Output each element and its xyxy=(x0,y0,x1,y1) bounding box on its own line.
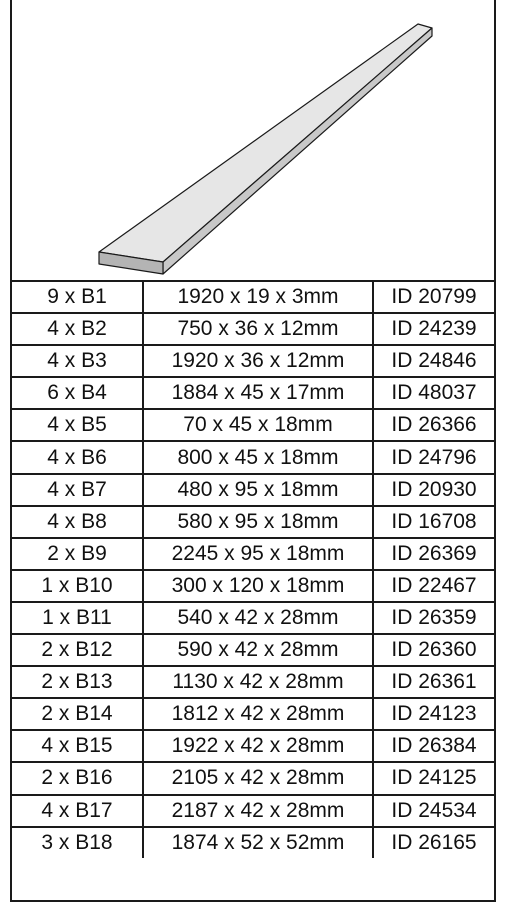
part-dimensions-cell: 300 x 120 x 18mm xyxy=(143,569,374,603)
part-dimensions-cell: 70 x 45 x 18mm xyxy=(143,409,374,443)
part-id-cell: ID 24534 xyxy=(373,794,494,828)
part-id-cell: ID 24125 xyxy=(373,762,494,796)
part-quantity-cell: 4 x B5 xyxy=(12,409,144,443)
part-dimensions-cell: 1922 x 42 x 28mm xyxy=(143,730,374,764)
part-quantity-cell: 9 x B1 xyxy=(12,282,144,315)
part-quantity-cell: 4 x B2 xyxy=(12,313,144,347)
part-dimensions-cell: 1130 x 42 x 28mm xyxy=(143,666,374,700)
part-quantity-cell: 2 x B16 xyxy=(12,762,144,796)
part-dimensions-cell: 580 x 95 x 18mm xyxy=(143,505,374,539)
board-side-face xyxy=(162,27,433,275)
part-dimensions-cell: 540 x 42 x 28mm xyxy=(143,601,374,636)
part-id-cell: ID 26359 xyxy=(373,601,494,636)
part-id-cell: ID 26366 xyxy=(373,409,494,443)
wooden-board-icon xyxy=(98,23,433,275)
part-dimensions-cell: 2245 x 95 x 18mm xyxy=(143,537,374,571)
part-dimensions-cell: 2105 x 42 x 28mm xyxy=(143,762,374,796)
part-id-cell: ID 26361 xyxy=(373,666,494,700)
part-id-cell: ID 20799 xyxy=(373,282,494,315)
part-quantity-cell: 4 x B7 xyxy=(12,473,144,507)
part-dimensions-cell: 1874 x 52 x 52mm xyxy=(143,826,374,858)
part-id-cell: ID 16708 xyxy=(373,505,494,539)
part-quantity-cell: 2 x B14 xyxy=(12,698,144,732)
part-dimensions-cell: 2187 x 42 x 28mm xyxy=(143,794,374,828)
part-id-cell: ID 26369 xyxy=(373,537,494,571)
part-quantity-cell: 1 x B11 xyxy=(12,601,144,636)
part-quantity-cell: 2 x B9 xyxy=(12,537,144,571)
part-quantity-cell: 2 x B12 xyxy=(12,634,144,668)
part-quantity-cell: 1 x B10 xyxy=(12,569,144,603)
part-quantity-cell: 4 x B15 xyxy=(12,730,144,764)
part-id-cell: ID 24846 xyxy=(373,345,494,379)
part-id-cell: ID 20930 xyxy=(373,473,494,507)
part-dimensions-cell: 800 x 45 x 18mm xyxy=(143,441,374,475)
part-id-cell: ID 24239 xyxy=(373,313,494,347)
part-id-cell: ID 24123 xyxy=(373,698,494,732)
part-dimensions-cell: 1884 x 45 x 17mm xyxy=(143,377,374,411)
part-id-cell: ID 22467 xyxy=(373,569,494,603)
part-dimensions-cell: 1920 x 19 x 3mm xyxy=(143,282,374,315)
part-quantity-cell: 6 x B4 xyxy=(12,377,144,411)
part-id-cell: ID 26360 xyxy=(373,634,494,668)
part-id-cell: ID 48037 xyxy=(373,377,494,411)
part-quantity-cell: 2 x B13 xyxy=(12,666,144,700)
part-dimensions-cell: 750 x 36 x 12mm xyxy=(143,313,374,347)
board-top-face xyxy=(98,23,433,263)
part-id-cell: ID 24796 xyxy=(373,441,494,475)
part-dimensions-cell: 590 x 42 x 28mm xyxy=(143,634,374,668)
part-quantity-cell: 3 x B18 xyxy=(12,826,144,858)
part-id-cell: ID 26384 xyxy=(373,730,494,764)
part-dimensions-cell: 480 x 95 x 18mm xyxy=(143,473,374,507)
part-quantity-cell: 4 x B3 xyxy=(12,345,144,379)
part-dimensions-cell: 1812 x 42 x 28mm xyxy=(143,698,374,732)
part-quantity-cell: 4 x B8 xyxy=(12,505,144,539)
board-end-face xyxy=(98,251,164,275)
part-quantity-cell: 4 x B17 xyxy=(12,794,144,828)
part-dimensions-cell: 1920 x 36 x 12mm xyxy=(143,345,374,379)
part-quantity-cell: 4 x B6 xyxy=(12,441,144,475)
part-illustration xyxy=(12,0,494,282)
part-id-cell: ID 26165 xyxy=(391,830,477,854)
